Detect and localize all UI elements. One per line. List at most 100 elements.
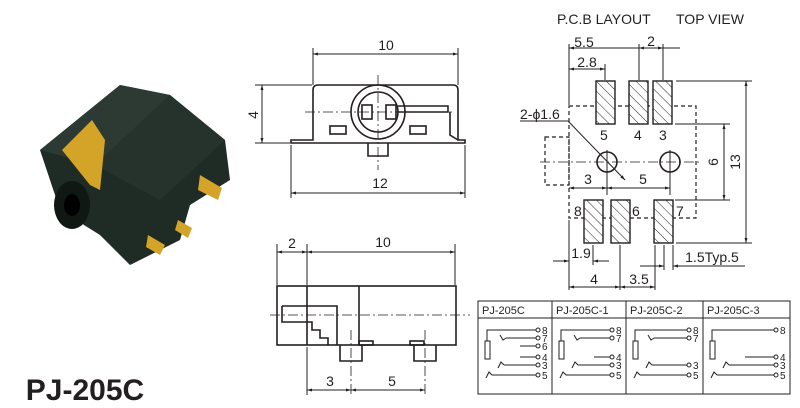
- pad-4: [628, 80, 649, 125]
- dim-13: 13: [727, 154, 743, 170]
- pin-number: 6: [542, 342, 548, 353]
- spring-contact: [633, 371, 641, 379]
- spring-contact: [647, 334, 655, 341]
- spring-contact: [710, 371, 718, 379]
- contact-line: [711, 329, 774, 341]
- pin-terminal: [609, 362, 615, 368]
- variant-name: PJ-205C: [482, 305, 525, 317]
- pin-terminal: [773, 354, 779, 360]
- pin-number: 4: [780, 353, 786, 364]
- pin-number: 3: [780, 361, 786, 372]
- front-height-label: 4: [245, 111, 261, 119]
- pad-5: [595, 80, 616, 125]
- sleeve-contact: [484, 340, 491, 360]
- pin-number: 8: [693, 326, 699, 337]
- variant-name: PJ-205C-3: [707, 305, 760, 317]
- side-peg-spacing-label: 5: [388, 373, 396, 389]
- dim-2: 2: [647, 33, 655, 49]
- pin-terminal: [686, 327, 692, 333]
- pin-number: 8: [542, 326, 548, 337]
- contact-line: [634, 329, 687, 341]
- pin-terminal: [609, 335, 615, 341]
- pin-terminal: [773, 327, 779, 333]
- dim-6: 6: [705, 158, 721, 166]
- pin-number: 5: [693, 371, 699, 382]
- pin-terminal: [609, 354, 615, 360]
- pin-terminal: [535, 354, 541, 360]
- side-view: [270, 244, 470, 395]
- pin-number: 4: [542, 353, 548, 364]
- dim-1-9: 1.9: [571, 245, 591, 261]
- pin-number: 8: [780, 326, 786, 337]
- pad-3: [652, 80, 673, 125]
- pad-7: [653, 199, 674, 244]
- pin-terminal: [535, 372, 541, 378]
- spring-contact: [485, 371, 493, 379]
- pin-number: 8: [616, 326, 622, 337]
- side-peg1-label: 3: [326, 373, 334, 389]
- pad-8: [583, 199, 604, 244]
- pad-6: [610, 199, 631, 244]
- pin-terminal: [535, 362, 541, 368]
- spring-contact: [497, 361, 505, 369]
- dim-3: 3: [584, 171, 592, 187]
- pin-terminal: [535, 335, 541, 341]
- pcb-layout: [520, 44, 752, 290]
- pin-terminal: [686, 362, 692, 368]
- spring-contact: [499, 334, 507, 341]
- pin-number: 5: [616, 371, 622, 382]
- variant-name: PJ-205C-1: [556, 305, 609, 317]
- front-overall-width-label: 12: [372, 175, 388, 191]
- pin-terminal: [686, 372, 692, 378]
- spring-contact: [722, 361, 730, 369]
- front-width-label: 10: [378, 37, 394, 53]
- pin-label: 3: [659, 127, 667, 143]
- sleeve-contact: [709, 340, 716, 360]
- pin-terminal: [773, 362, 779, 368]
- pin-number: 3: [542, 361, 548, 372]
- pin-label: 6: [632, 203, 640, 219]
- pin-number: 5: [542, 371, 548, 382]
- dim-5: 5: [639, 171, 647, 187]
- sleeve-contact: [632, 340, 639, 360]
- dim-5-5: 5.5: [574, 34, 594, 50]
- contact-line: [486, 329, 536, 341]
- pin-label: 8: [574, 203, 582, 219]
- hole-label: 2-ϕ1.6: [520, 106, 560, 122]
- dim-1-5-typ: 1.5Typ.5: [685, 249, 739, 265]
- pin-number: 7: [693, 334, 699, 345]
- product-photo: [40, 85, 230, 265]
- variant-name: PJ-205C-2: [630, 305, 683, 317]
- pin-label: 4: [634, 127, 642, 143]
- pcb-layout-title: P.C.B LAYOUT: [557, 11, 651, 27]
- pin-number: 3: [693, 361, 699, 372]
- pin-number: 7: [542, 334, 548, 345]
- contact-line: [560, 329, 610, 341]
- pin-terminal: [535, 327, 541, 333]
- pin-terminal: [609, 327, 615, 333]
- pin-number: 4: [616, 353, 622, 364]
- front-view: [255, 48, 466, 198]
- spring-contact: [645, 361, 653, 369]
- side-offset-label: 2: [288, 235, 296, 251]
- pin-number: 3: [616, 361, 622, 372]
- pin-label: 7: [676, 203, 684, 219]
- variant-table: PJ-205C876435PJ-205C-187435PJ-205C-28735…: [477, 300, 791, 395]
- pin-terminal: [773, 372, 779, 378]
- dim-2-8: 2.8: [577, 54, 597, 70]
- dim-4: 4: [590, 271, 598, 287]
- pin-terminal: [686, 335, 692, 341]
- dim-3-5: 3.5: [629, 271, 649, 287]
- top-view-label: TOP VIEW: [676, 11, 745, 27]
- sleeve-contact: [558, 340, 565, 360]
- spring-contact: [573, 334, 581, 341]
- spring-contact: [559, 371, 567, 379]
- pin-terminal: [535, 343, 541, 349]
- pin-label: 5: [600, 127, 608, 143]
- product-title: PJ-205C: [26, 374, 144, 407]
- pin-number: 5: [780, 371, 786, 382]
- pin-terminal: [609, 372, 615, 378]
- spring-contact: [571, 361, 579, 369]
- side-length-label: 10: [375, 234, 391, 250]
